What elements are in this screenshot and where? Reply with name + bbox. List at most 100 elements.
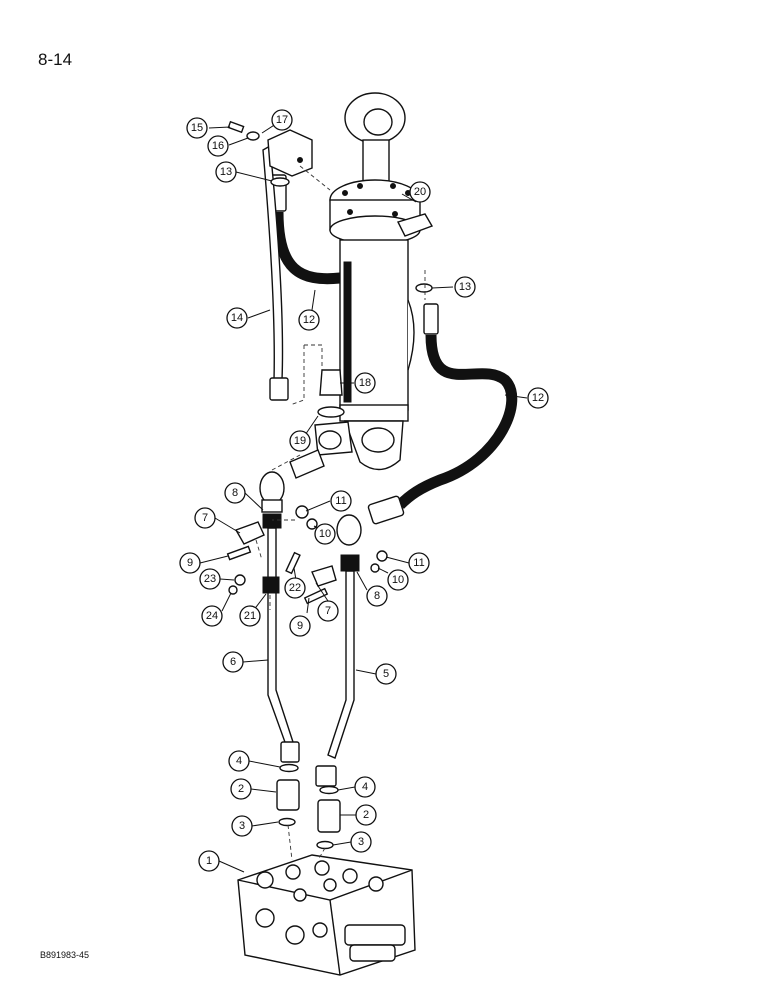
clamp-insert-8-right bbox=[340, 554, 360, 572]
rod-eye-bore bbox=[363, 108, 393, 136]
tube-5 bbox=[315, 514, 362, 787]
figure-code: B891983-45 bbox=[40, 950, 90, 960]
svg-text:7: 7 bbox=[325, 605, 331, 617]
svg-text:14: 14 bbox=[231, 312, 243, 324]
callout: 13 bbox=[454, 276, 476, 298]
callout: 5 bbox=[375, 663, 397, 685]
svg-text:12: 12 bbox=[303, 314, 315, 326]
tube-6-fitting bbox=[259, 471, 285, 505]
callout: 4 bbox=[228, 750, 250, 772]
callout: 8 bbox=[224, 482, 246, 504]
washer-23 bbox=[234, 574, 246, 586]
callout: 6 bbox=[222, 651, 244, 673]
callout: 10 bbox=[387, 569, 409, 591]
callout: 12 bbox=[527, 387, 549, 409]
callout: 4 bbox=[354, 776, 376, 798]
svg-text:10: 10 bbox=[392, 574, 404, 586]
callout: 8 bbox=[366, 585, 388, 607]
alignment-lines bbox=[255, 165, 426, 861]
o-ring-19 bbox=[317, 406, 345, 418]
svg-text:3: 3 bbox=[358, 836, 364, 848]
svg-text:9: 9 bbox=[297, 620, 303, 632]
svg-text:7: 7 bbox=[202, 512, 208, 524]
svg-text:24: 24 bbox=[206, 610, 218, 622]
callout: 1 bbox=[198, 850, 220, 872]
svg-text:12: 12 bbox=[532, 392, 544, 404]
svg-text:13: 13 bbox=[459, 281, 471, 293]
bolt-9-left bbox=[226, 545, 252, 561]
callout: 3 bbox=[231, 815, 253, 837]
callout: 15 bbox=[186, 117, 208, 139]
callout: 2 bbox=[230, 778, 252, 800]
clamp-7-right bbox=[311, 565, 337, 587]
callout: 19 bbox=[289, 430, 311, 452]
callout: 10 bbox=[314, 523, 336, 545]
bolt-22 bbox=[285, 551, 301, 575]
control-valve bbox=[237, 854, 416, 976]
tube-5-fitting bbox=[336, 514, 362, 546]
callout: 2 bbox=[355, 804, 377, 826]
callout: 24 bbox=[201, 605, 223, 627]
svg-text:11: 11 bbox=[413, 557, 424, 569]
washer-11-left bbox=[295, 505, 309, 519]
callout: 11 bbox=[408, 552, 430, 574]
o-ring-4-right bbox=[319, 785, 339, 795]
washer-16 bbox=[246, 131, 260, 141]
svg-text:19: 19 bbox=[294, 435, 306, 447]
callout: 7 bbox=[317, 600, 339, 622]
clamp-7-left bbox=[234, 521, 265, 545]
svg-text:22: 22 bbox=[289, 582, 301, 594]
svg-text:10: 10 bbox=[319, 528, 331, 540]
o-ring-3-left bbox=[278, 817, 296, 827]
callout: 12 bbox=[298, 309, 320, 331]
o-ring-13-upper bbox=[270, 177, 290, 187]
page-number: 8-14 bbox=[38, 50, 73, 69]
callout: 7 bbox=[194, 507, 216, 529]
svg-text:15: 15 bbox=[191, 122, 203, 134]
o-ring-4-left bbox=[279, 763, 299, 773]
callout: 23 bbox=[199, 568, 221, 590]
elbow-fitting bbox=[289, 449, 325, 479]
clamp-insert-8-left bbox=[262, 513, 282, 529]
callout: 17 bbox=[271, 109, 293, 131]
svg-text:16: 16 bbox=[212, 140, 224, 152]
svg-text:23: 23 bbox=[204, 573, 216, 585]
nut-10-right bbox=[370, 563, 380, 573]
svg-text:17: 17 bbox=[276, 114, 288, 126]
callout: 13 bbox=[215, 161, 237, 183]
nut-10-left bbox=[306, 518, 318, 530]
svg-text:21: 21 bbox=[244, 610, 256, 622]
svg-text:4: 4 bbox=[236, 755, 242, 767]
svg-text:18: 18 bbox=[359, 377, 371, 389]
washer-11-right bbox=[376, 550, 388, 562]
callout: 9 bbox=[289, 615, 311, 637]
svg-text:1: 1 bbox=[206, 855, 212, 867]
head-port-boss bbox=[397, 213, 434, 237]
svg-text:6: 6 bbox=[230, 656, 236, 668]
svg-text:20: 20 bbox=[414, 186, 426, 198]
fitting-18 bbox=[317, 369, 345, 418]
svg-text:9: 9 bbox=[187, 557, 193, 569]
callout: 22 bbox=[284, 577, 306, 599]
callout: 11 bbox=[330, 490, 352, 512]
base-eye bbox=[361, 427, 395, 453]
callout: 14 bbox=[226, 307, 248, 329]
svg-text:8: 8 bbox=[232, 487, 238, 499]
callout: 3 bbox=[350, 831, 372, 853]
tube-6 bbox=[259, 471, 300, 763]
callout: 20 bbox=[409, 181, 431, 203]
svg-text:8: 8 bbox=[374, 590, 380, 602]
o-ring-13-right bbox=[415, 283, 433, 293]
o-ring-3-right bbox=[316, 840, 334, 850]
callout: 16 bbox=[207, 135, 229, 157]
barrel-shadow bbox=[343, 261, 352, 403]
grommet-21 bbox=[262, 576, 280, 594]
svg-text:3: 3 bbox=[239, 820, 245, 832]
nut-24 bbox=[228, 585, 238, 595]
callout: 9 bbox=[179, 552, 201, 574]
svg-text:11: 11 bbox=[335, 495, 346, 507]
tube-14 bbox=[262, 129, 313, 401]
hose-long bbox=[367, 303, 518, 525]
callout: 21 bbox=[239, 605, 261, 627]
